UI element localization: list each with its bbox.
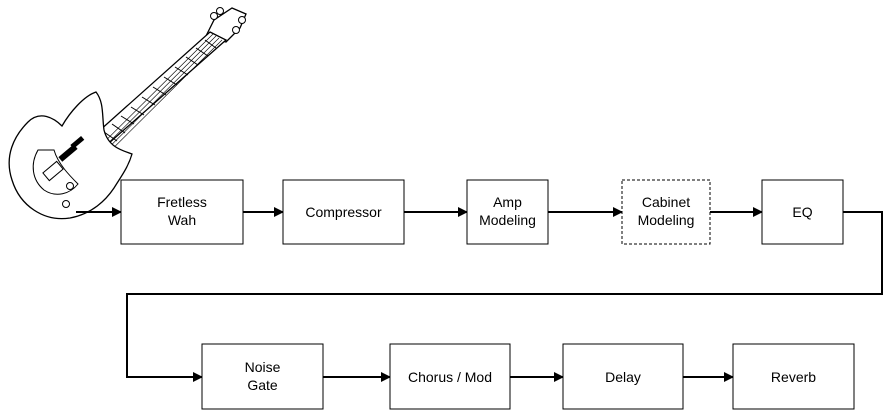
block-fretless-wah: Fretless Wah bbox=[120, 179, 244, 245]
block-box bbox=[562, 343, 684, 410]
bass-guitar-icon bbox=[8, 7, 247, 220]
block-reverb: Reverb bbox=[732, 343, 855, 410]
block-noise-gate: Noise Gate bbox=[201, 343, 324, 410]
block-label: Chorus / Mod bbox=[408, 369, 492, 385]
block-compressor: Compressor bbox=[282, 179, 405, 245]
signal-connectors bbox=[76, 207, 883, 382]
block-eq: EQ bbox=[761, 179, 844, 245]
block-chorus-mod: Chorus / Mod bbox=[389, 343, 511, 410]
block-label: EQ bbox=[792, 204, 812, 220]
block-label: Gate bbox=[247, 377, 278, 393]
block-box bbox=[282, 179, 405, 245]
block-delay: Delay bbox=[562, 343, 684, 410]
block-cabinet-modeling: Cabinet Modeling bbox=[621, 179, 711, 245]
block-label: Wah bbox=[168, 212, 196, 228]
block-box bbox=[201, 343, 324, 410]
block-amp-modeling: Amp Modeling bbox=[466, 179, 549, 245]
block-label: Fretless bbox=[157, 194, 207, 210]
block-box bbox=[732, 343, 855, 410]
block-box bbox=[120, 179, 244, 245]
block-label: Delay bbox=[605, 369, 641, 385]
block-box bbox=[761, 179, 844, 245]
block-box bbox=[389, 343, 511, 410]
block-label: Modeling bbox=[479, 212, 536, 228]
block-label: Modeling bbox=[638, 212, 695, 228]
block-box bbox=[621, 179, 711, 245]
block-label: Noise bbox=[245, 359, 281, 375]
block-label: Cabinet bbox=[642, 194, 690, 210]
block-label: Reverb bbox=[771, 369, 816, 385]
block-label: Amp bbox=[493, 194, 522, 210]
block-box bbox=[466, 179, 549, 245]
block-label: Compressor bbox=[305, 204, 382, 220]
connector-eq-noisegate bbox=[126, 211, 883, 382]
